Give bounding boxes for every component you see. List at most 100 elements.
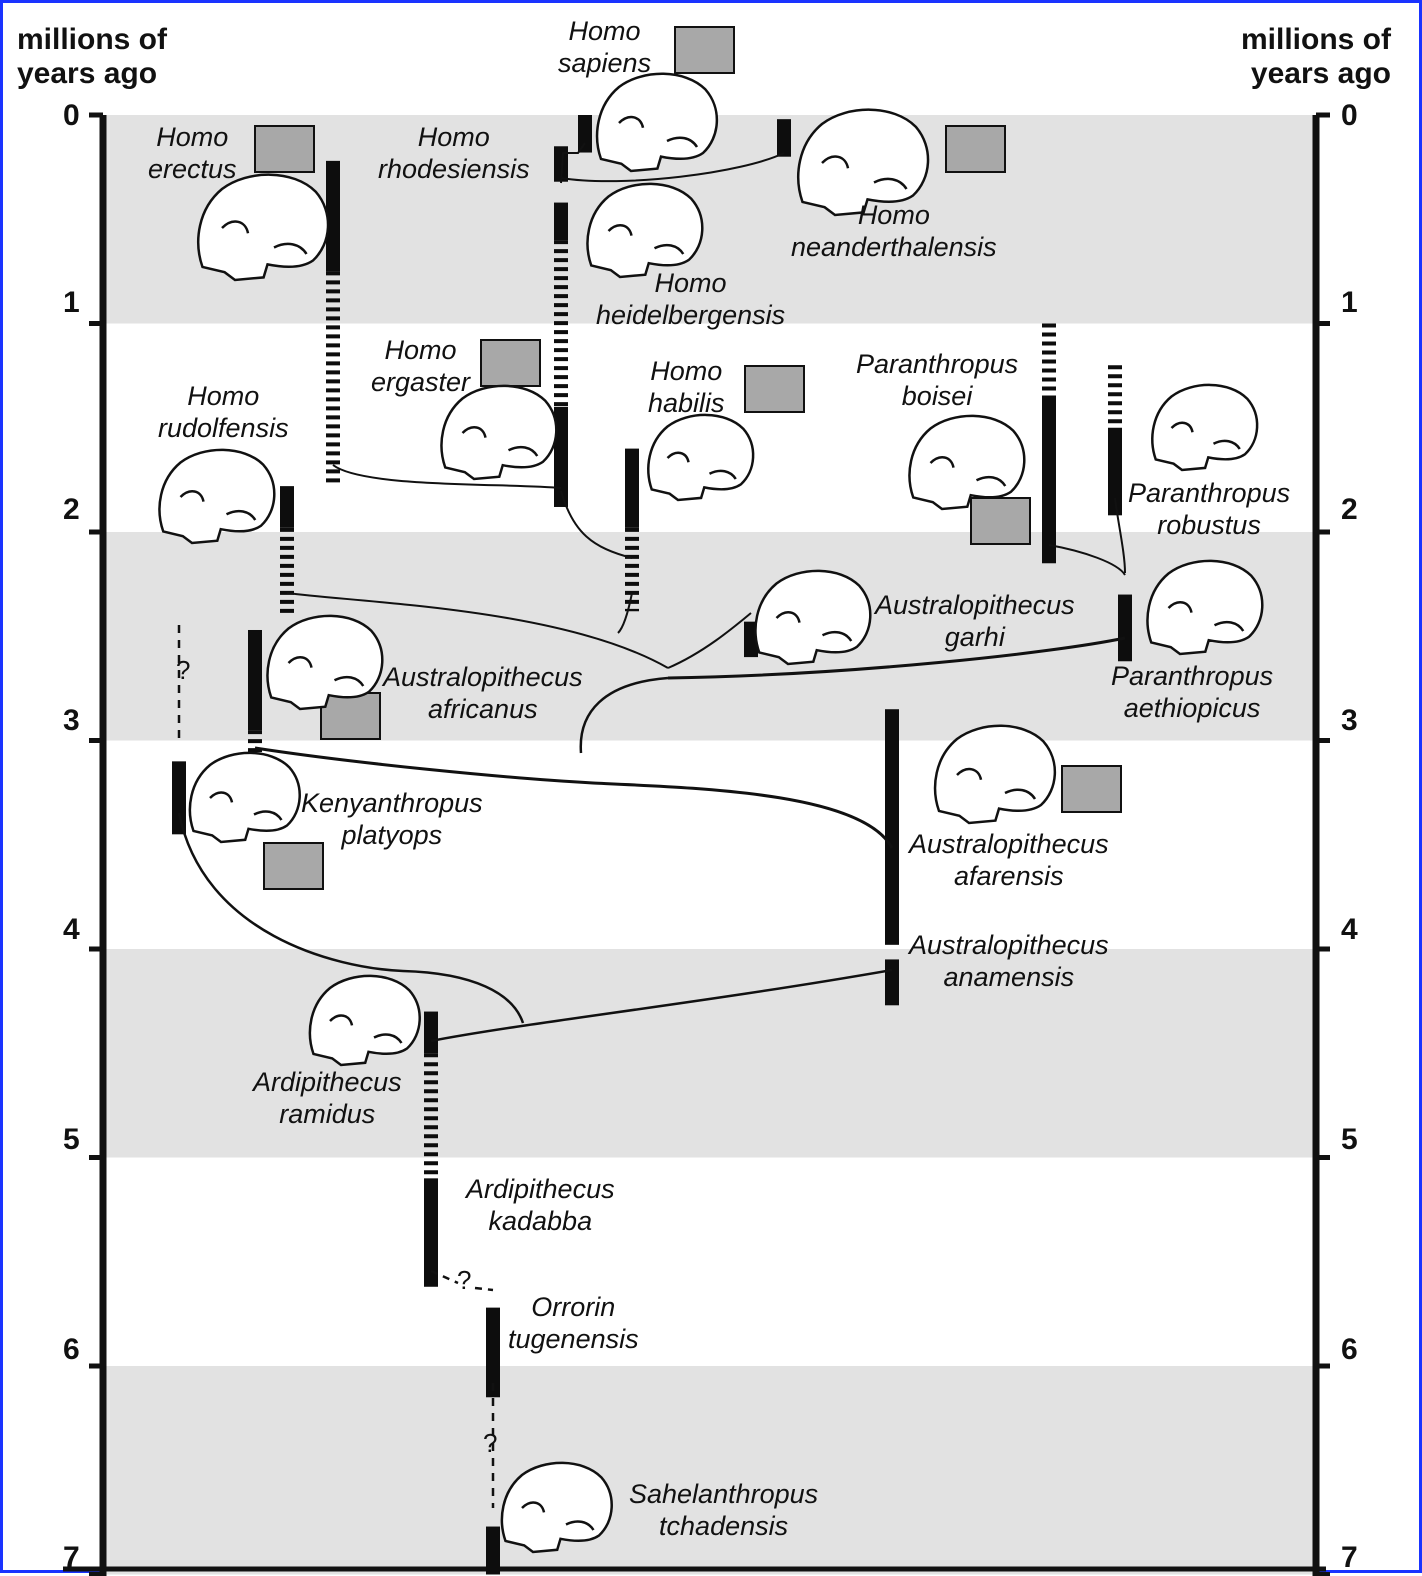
range-bar-h-habilis — [625, 448, 639, 528]
link-anamensis-ramidus — [430, 968, 893, 1043]
tick-left-7: 7 — [63, 1541, 80, 1574]
link-kenyanthropus — [177, 812, 525, 1024]
range-bar-h-neanderthalensis — [777, 119, 791, 157]
skull-drawing-homo-neanderthalensis — [797, 108, 930, 217]
skull-drawing-homo-heidelbergensis — [586, 182, 704, 279]
skull-drawing-ardipithecus-ramidus — [308, 974, 421, 1067]
tick-left-6: 6 — [63, 1333, 80, 1366]
axis-label-left: millions of years ago — [17, 23, 167, 90]
range-bar-h-heidelbergensis — [554, 202, 568, 241]
link-africanus-afarensis — [254, 746, 894, 849]
marker-square-neanderthalensis — [945, 125, 1006, 173]
link-boisei-aethiopicus — [1048, 544, 1126, 576]
skull-drawing-australopithecus-africanus — [266, 614, 384, 711]
range-bar-h-erectus — [326, 160, 340, 272]
range-bar-h-rudolfensis — [280, 486, 294, 528]
skull-drawing-australopithecus-afarensis — [933, 724, 1057, 825]
tick-left-3: 3 — [63, 704, 80, 737]
tick-right-1: 1 — [1341, 286, 1358, 319]
link-habilis-heidelbergensis — [560, 490, 633, 559]
tick-right-0: 0 — [1341, 99, 1358, 132]
tick-left-0: 0 — [63, 99, 80, 132]
tick-right-7: 7 — [1341, 1541, 1358, 1574]
timeline-canvas — [63, 26, 1330, 1576]
tick-right-6: 6 — [1341, 1333, 1358, 1366]
marker-square-erectus — [254, 125, 315, 173]
range-bar-p-boisei — [1042, 396, 1056, 564]
range-bar-a-afarensis — [885, 709, 899, 945]
range-bar-s-tchadensis — [486, 1526, 500, 1575]
range-bar-k-platyops — [172, 761, 186, 835]
tick-right-2: 2 — [1341, 493, 1358, 526]
link-erectus-heidelbergensis — [332, 464, 562, 489]
marker-square-ergaster — [480, 339, 541, 387]
link-rhodesiensis-sapiens — [560, 142, 586, 184]
marker-square-afarensis — [1061, 765, 1122, 813]
link-habilis-stem — [617, 592, 633, 634]
link-aethiopicus — [667, 636, 1126, 680]
range-bar-h-rhodesiensis — [554, 146, 568, 182]
link-homo-stem — [579, 676, 669, 754]
uncertain-mark-orrorin-sahelanthropus: ? — [483, 1428, 498, 1458]
marker-square-habilis — [744, 365, 805, 413]
dashed-kadabba-orrorin — [430, 1269, 494, 1292]
range-bar-p-aethiopicus — [1118, 594, 1132, 662]
marker-square-africanus — [320, 692, 381, 740]
skull-drawing-homo-sapiens — [595, 72, 719, 173]
link-garhi — [667, 612, 752, 669]
range-bar-ar-ramidus — [424, 1011, 438, 1054]
axis-label-right: millions of years ago — [1241, 23, 1391, 90]
tick-left-2: 2 — [63, 493, 80, 526]
shaded-band-2 — [103, 949, 1316, 1158]
range-bar-o-tugenensis — [486, 1307, 500, 1398]
skull-drawing-homo-erectus — [197, 173, 330, 282]
range-bar-a-anamensis — [885, 959, 899, 1006]
range-bar-ar-kadabba — [424, 1178, 438, 1287]
tick-left-1: 1 — [63, 286, 80, 319]
tick-left-5: 5 — [63, 1123, 80, 1156]
uncertain-mark-kadabba-orrorin: ? — [457, 1265, 472, 1295]
tick-right-3: 3 — [1341, 704, 1358, 737]
marker-square-platyops — [263, 842, 324, 890]
skull-drawing-australopithecus-garhi — [754, 569, 872, 666]
tick-right-4: 4 — [1341, 913, 1358, 946]
tick-left-4: 4 — [63, 913, 80, 946]
skull-drawing-paranthropus-aethiopicus — [1146, 559, 1264, 656]
skull-drawing-paranthropus-boisei — [908, 414, 1026, 511]
skull-drawing-homo-ergaster — [440, 384, 558, 481]
skull-drawing-paranthropus-robustus — [1151, 383, 1259, 472]
skull-drawing-sahelanthropus-tchadensis — [500, 1461, 613, 1554]
link-rhodesiensis-neanderthal — [560, 152, 785, 183]
marker-square-sapiens — [674, 26, 735, 74]
range-bar-h-sapiens — [578, 115, 592, 153]
range-bar-p-robustus — [1108, 427, 1122, 516]
range-bar-a-africanus — [248, 629, 262, 731]
skull-drawing-homo-habilis — [647, 413, 755, 502]
shaded-band-3 — [103, 1366, 1316, 1575]
uncertain-mark-kenyanthropus: ? — [176, 655, 191, 685]
tick-right-5: 5 — [1341, 1123, 1358, 1156]
link-rudolfensis-habilis — [286, 592, 669, 669]
link-robustus-aethiopicus — [1114, 497, 1126, 574]
marker-square-boisei — [970, 497, 1031, 545]
skull-drawing-kenyanthropus-platyops — [188, 751, 301, 844]
skull-drawing-homo-rudolfensis — [158, 448, 276, 545]
